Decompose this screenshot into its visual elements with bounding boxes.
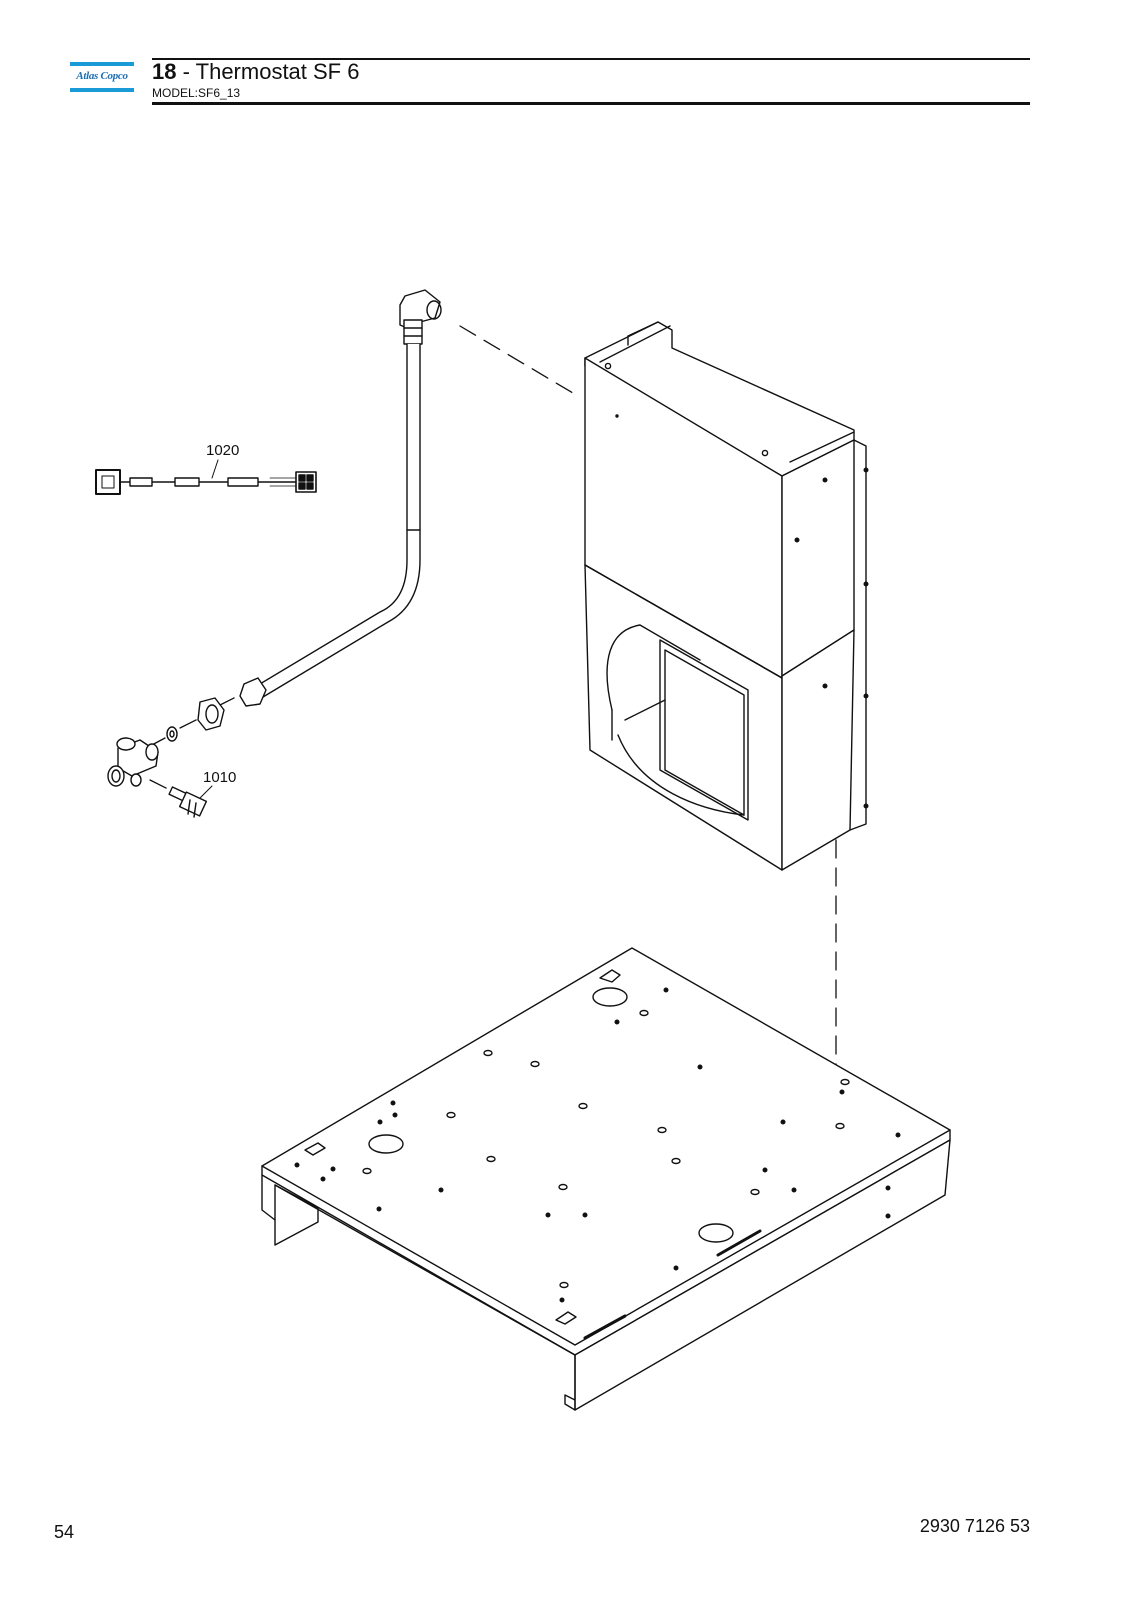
thermostat-sensor-1010 [168, 786, 208, 818]
logo-bar-bottom [70, 88, 134, 92]
document-number: 2930 7126 53 [919, 1516, 1030, 1536]
page-number: 54 [54, 1522, 75, 1542]
section-title: 18 - Thermostat SF 6 [152, 59, 359, 85]
section-title-text: Thermostat SF 6 [195, 59, 360, 84]
callout-1020: 1020 [206, 442, 239, 459]
cable-assembly-1020 [95, 469, 317, 495]
section-number: 18 [152, 59, 177, 84]
base-frame [261, 947, 951, 1411]
title-separator: - [176, 59, 196, 84]
pipe-assembly [239, 289, 442, 707]
header-rule-bottom [152, 102, 1030, 105]
logo-text: Atlas Copco [76, 70, 128, 82]
callout-1010: 1010 [203, 769, 236, 786]
logo-bar-top [70, 62, 134, 66]
header-rule-top [152, 58, 1030, 60]
base-holes [294, 987, 901, 1303]
fittings [107, 697, 225, 787]
atlas-copco-logo: Atlas Copco [70, 62, 134, 94]
cabinet-enclosure [584, 321, 869, 871]
model-label: MODEL:SF6_13 [152, 86, 241, 100]
